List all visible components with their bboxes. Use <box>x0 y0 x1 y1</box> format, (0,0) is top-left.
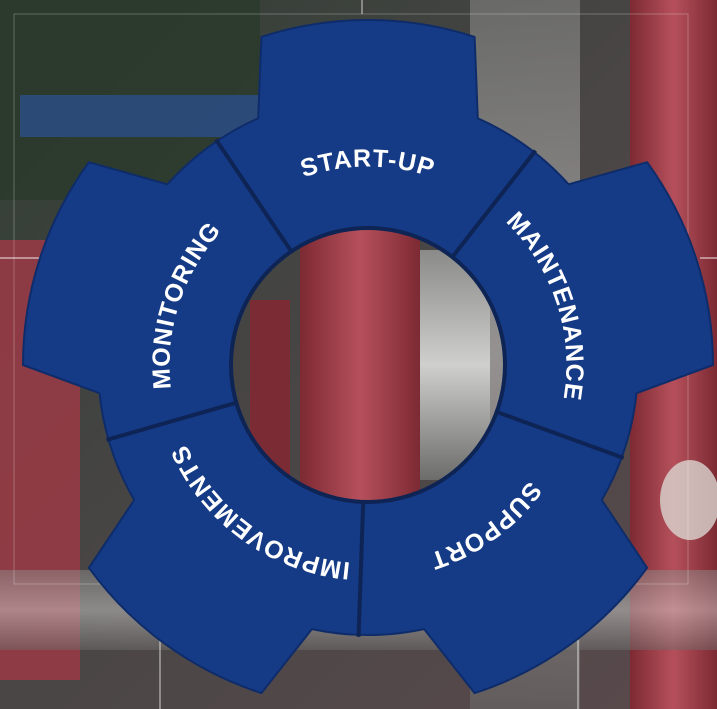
segment-divider <box>105 400 239 442</box>
segment-divider <box>356 499 366 637</box>
segment-divider <box>214 138 295 255</box>
center-hole-rim <box>229 226 507 504</box>
segment-divider <box>494 409 625 460</box>
segment-divider <box>449 149 538 260</box>
gear-body <box>22 19 714 695</box>
segment-dividers <box>105 138 625 637</box>
